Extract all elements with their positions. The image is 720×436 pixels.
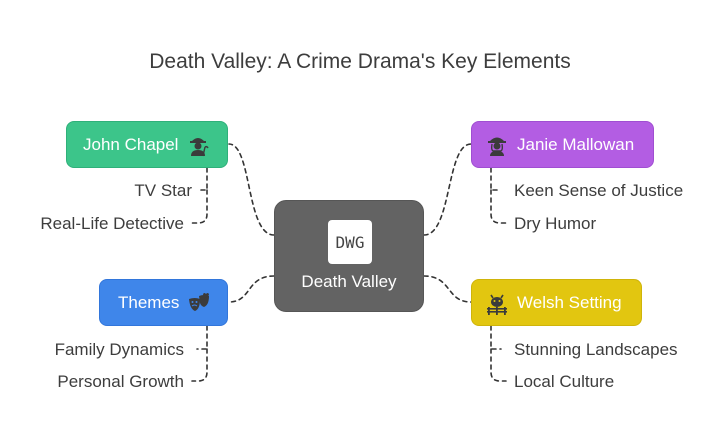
john-chapel-label: John Chapel	[83, 134, 179, 154]
john-chapel-node: John Chapel	[66, 121, 228, 168]
diagram-title: Death Valley: A Crime Drama's Key Elemen…	[149, 50, 571, 73]
link-dry-humor	[490, 189, 507, 224]
link-family-dynamics	[196, 325, 208, 350]
link-local-culture	[490, 348, 507, 382]
leaf-keen-sense-of-justice: Keen Sense of Justice	[514, 181, 684, 200]
theater-masks-icon	[189, 292, 210, 311]
link-welsh-setting	[423, 275, 472, 303]
link-personal-growth	[191, 348, 208, 382]
link-stunning-landscapes	[490, 325, 502, 350]
link-real-life-detective	[191, 189, 208, 224]
link-tv-star	[196, 167, 208, 191]
dwg-badge-icon: DWG	[328, 220, 372, 264]
link-themes	[228, 275, 275, 303]
leaf-family-dynamics: Family Dynamics	[54, 340, 184, 359]
link-keen-sense	[490, 167, 502, 191]
center-node: DWG Death Valley	[274, 200, 424, 312]
leaf-dry-humor: Dry Humor	[514, 214, 597, 233]
woman-detective-icon	[488, 137, 506, 156]
leaf-tv-star: TV Star	[134, 181, 192, 200]
themes-node: Themes	[99, 279, 228, 326]
janie-mallowan-label: Janie Mallowan	[517, 134, 635, 154]
cow-fence-icon	[487, 294, 507, 315]
detective-icon	[190, 137, 210, 156]
leaf-personal-growth: Personal Growth	[57, 372, 184, 391]
link-janie-mallowan	[423, 143, 472, 236]
welsh-setting-label: Welsh Setting	[517, 292, 622, 312]
leaf-stunning-landscapes: Stunning Landscapes	[514, 340, 678, 359]
link-john-chapel	[228, 143, 275, 236]
leaf-real-life-detective: Real-Life Detective	[40, 214, 184, 233]
welsh-setting-node: Welsh Setting	[471, 279, 642, 326]
themes-label: Themes	[118, 292, 180, 312]
janie-mallowan-node: Janie Mallowan	[471, 121, 654, 168]
center-label: Death Valley	[301, 272, 397, 291]
leaf-local-culture: Local Culture	[514, 372, 615, 391]
